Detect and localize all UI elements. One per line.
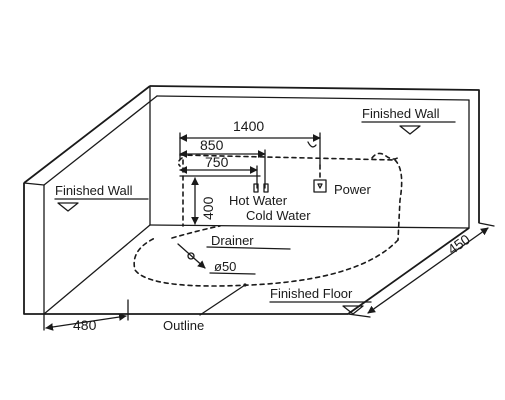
left-wall-top <box>23 182 45 186</box>
dim-450-label: 450 <box>445 231 473 258</box>
hot-water-pipe-icon <box>253 183 259 193</box>
outline-callout: Outline <box>163 283 247 333</box>
power-connection: Power <box>313 164 372 197</box>
finished-wall-left-callout: Finished Wall <box>54 183 149 212</box>
finished-wall-left-label: Finished Wall <box>55 183 133 198</box>
hot-water-label: Hot Water <box>229 193 288 208</box>
back-wall-floor-edge <box>149 224 470 229</box>
left-wall-top-inner <box>43 95 158 186</box>
dim-1400-label: 1400 <box>233 118 264 134</box>
water-connections: Hot Water Cold Water <box>229 183 311 223</box>
back-wall-top-inner <box>156 95 470 101</box>
back-wall-outline <box>149 85 480 223</box>
dimension-1400: 1400 <box>179 118 321 166</box>
power-label: Power <box>334 182 372 197</box>
finished-floor-label: Finished Floor <box>270 286 353 301</box>
drainer: Drainer ø50 <box>177 233 291 275</box>
finished-wall-right-callout: Finished Wall <box>361 106 456 135</box>
drain-diameter-label: ø50 <box>214 259 236 274</box>
dim-750-label: 750 <box>205 154 229 170</box>
outline-inner-curve <box>171 225 221 239</box>
outline-front-curve <box>133 237 399 287</box>
dim-850-label: 850 <box>200 137 224 153</box>
outline-label: Outline <box>163 318 204 333</box>
dimension-480: 480 <box>43 299 129 333</box>
drainer-label: Drainer <box>211 233 254 248</box>
dimension-750: 750 <box>179 154 258 189</box>
drain-hole-icon <box>187 252 195 260</box>
left-wall-face <box>23 183 44 315</box>
left-wall-outline <box>23 85 151 184</box>
cold-water-label: Cold Water <box>246 208 311 223</box>
pipe-hints <box>177 141 401 167</box>
outline-right-edge <box>394 159 403 241</box>
dimension-850: 850 <box>179 137 266 189</box>
left-floor-edge <box>43 224 151 315</box>
dim-400-label: 400 <box>200 196 216 220</box>
finished-wall-right-label: Finished Wall <box>362 106 440 121</box>
dim-480-label: 480 <box>73 317 97 333</box>
finished-floor-callout: Finished Floor <box>269 286 372 315</box>
dimension-450: 450 <box>347 222 495 318</box>
dimension-400: 400 <box>179 175 261 225</box>
cold-water-pipe-icon <box>263 183 269 193</box>
power-outlet-icon <box>313 179 327 193</box>
